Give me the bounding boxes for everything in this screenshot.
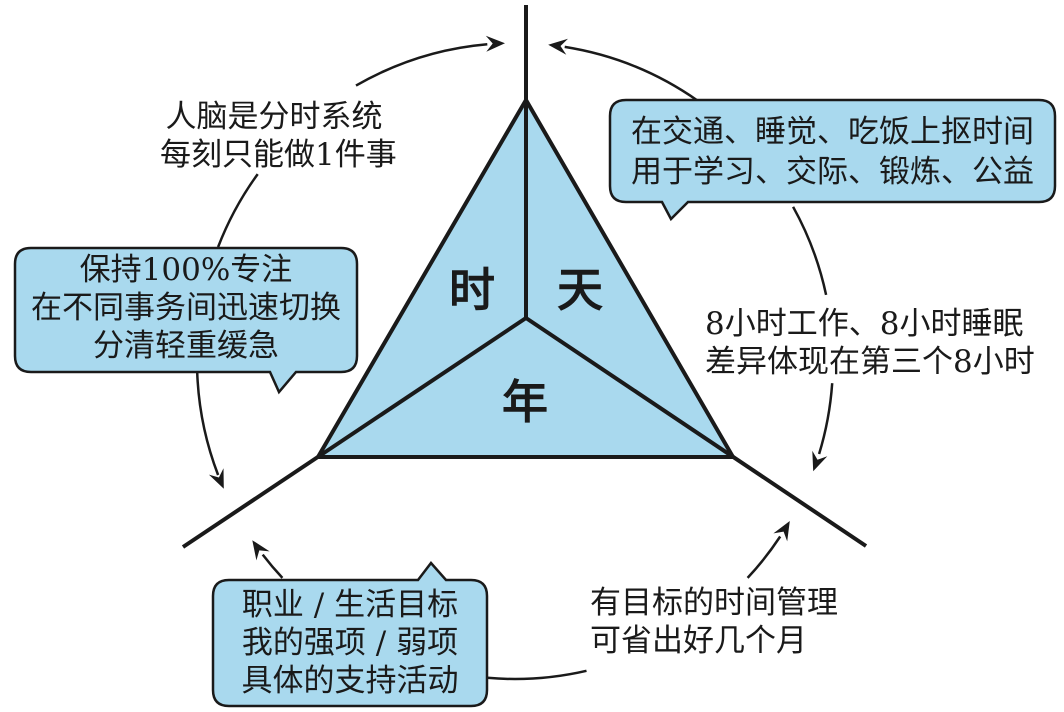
callout-line: 具体的支持活动 bbox=[241, 663, 459, 699]
cycle-arc-segment bbox=[564, 45, 699, 102]
note-right: 8小时工作、8小时睡眠 差异体现在第三个8小时 bbox=[705, 305, 1035, 381]
cycle-arc-segment bbox=[195, 372, 220, 476]
callout-box-bottom-left bbox=[211, 561, 489, 708]
label-nian: 年 bbox=[502, 375, 548, 429]
note-line: 8小时工作、8小时睡眠 bbox=[705, 306, 1024, 342]
arrowhead-icon bbox=[485, 35, 505, 52]
callout-text-bottom-left: 职业 / 生活目标 我的强项 / 弱项 具体的支持活动 bbox=[213, 586, 487, 700]
note-line: 每刻只能做1件事 bbox=[160, 137, 397, 173]
callout-line: 在不同事务间迅速切换 bbox=[31, 290, 341, 326]
note-top-left: 人脑是分时系统 每刻只能做1件事 bbox=[160, 98, 397, 174]
label-tian: 天 bbox=[557, 263, 603, 317]
callout-box-top-right bbox=[608, 98, 1057, 222]
callout-line: 分清轻重缓急 bbox=[93, 328, 279, 364]
cycle-arcs bbox=[195, 35, 834, 681]
cycle-arc-segment bbox=[355, 42, 488, 87]
arrowhead-icon bbox=[548, 38, 568, 55]
callout-line: 用于学习、交际、锻炼、公益 bbox=[631, 154, 1034, 190]
cycle-arc-segment bbox=[487, 669, 587, 681]
divider-line-left bbox=[181, 316, 528, 549]
callout-line: 在交通、睡觉、吃饭上抠时间 bbox=[631, 114, 1034, 150]
callout-text-top-right: 在交通、睡觉、吃饭上抠时间 用于学习、交际、锻炼、公益 bbox=[610, 112, 1055, 192]
arrowhead-icon bbox=[208, 468, 224, 489]
cycle-arc-segment bbox=[792, 206, 828, 296]
callout-text-left: 保持100%专注 在不同事务间迅速切换 分清轻重缓急 bbox=[15, 251, 357, 365]
note-bottom: 有目标的时间管理 可省出好几个月 bbox=[590, 584, 838, 660]
arrowhead-icon bbox=[773, 521, 790, 542]
arrowhead-icon bbox=[252, 540, 270, 561]
callout-box-left bbox=[13, 246, 359, 395]
divider-line-right bbox=[524, 316, 868, 548]
arrowhead-icon bbox=[812, 450, 828, 472]
note-line: 有目标的时间管理 bbox=[590, 585, 838, 621]
cycle-arc-segment bbox=[746, 535, 782, 579]
note-line: 人脑是分时系统 bbox=[165, 99, 383, 135]
cycle-arc-segment bbox=[817, 383, 834, 455]
cycle-arc-segment bbox=[216, 173, 259, 248]
callout-line: 职业 / 生活目标 bbox=[241, 587, 459, 623]
note-line: 差异体现在第三个8小时 bbox=[705, 344, 1035, 380]
callout-line: 保持100%专注 bbox=[79, 252, 293, 288]
callout-line: 我的强项 / 弱项 bbox=[241, 625, 459, 661]
note-line: 可省出好几个月 bbox=[590, 623, 807, 659]
cycle-arc-segment bbox=[261, 553, 284, 579]
label-shi: 时 bbox=[449, 263, 495, 317]
